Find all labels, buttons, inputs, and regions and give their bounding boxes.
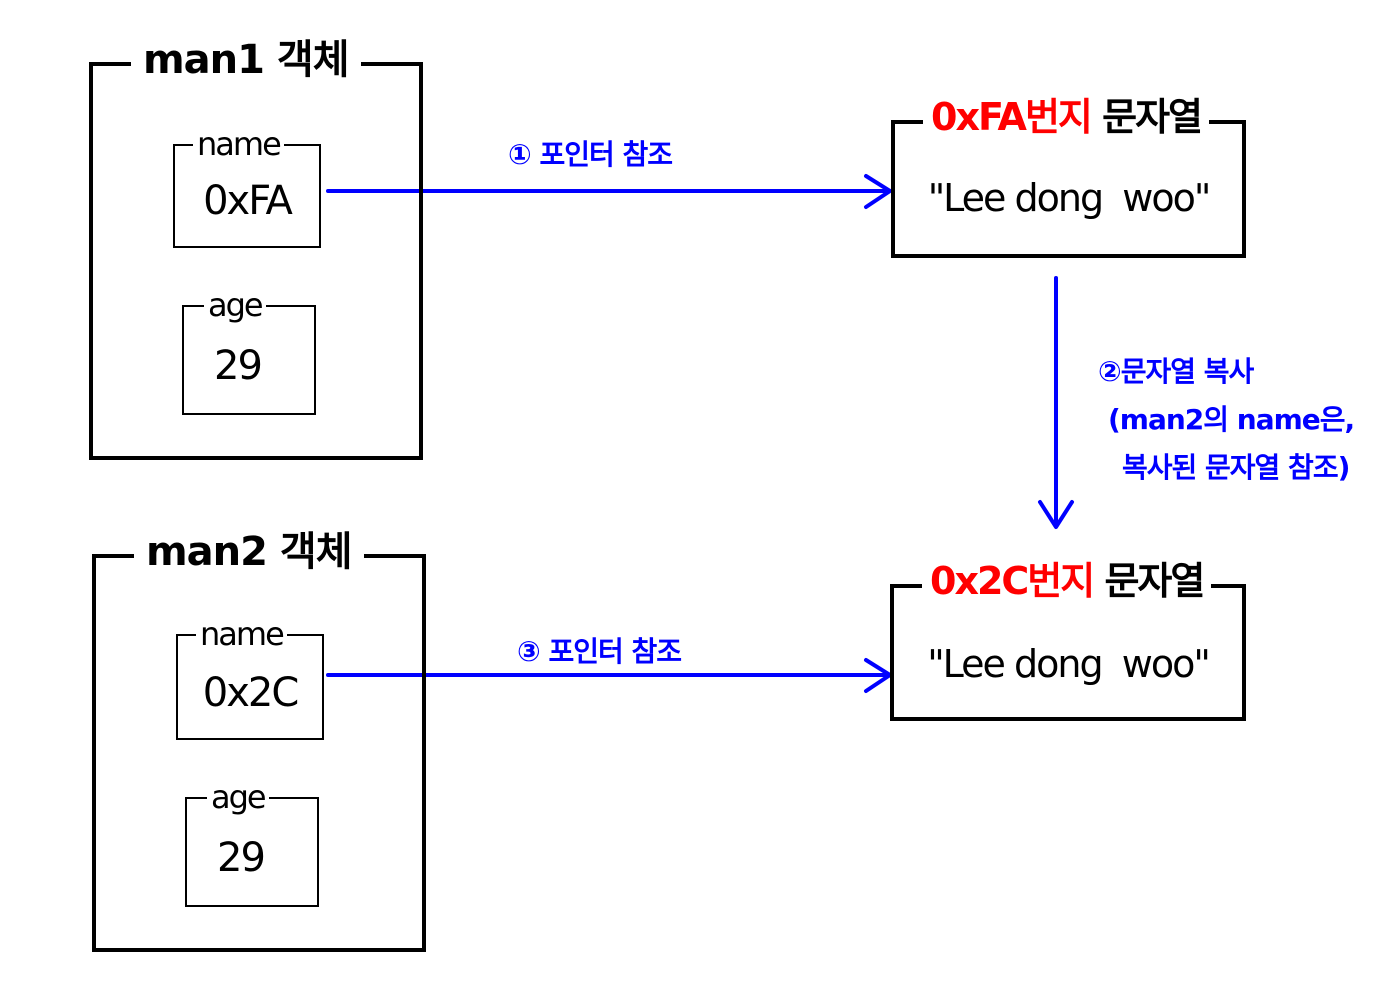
string-box-0xFA-label: 문자열 [1102,95,1203,139]
man1-age-field: age 29 [182,287,316,415]
man2-object-title: man2 객체 [134,526,364,578]
string-box-0x2C-label: 문자열 [1104,559,1205,603]
string-box-0x2C-address: 0x2C번지 [930,559,1095,603]
copy-arrow-2 [1038,276,1074,529]
man2-age-field: age 29 [185,779,319,907]
step2-explanation-line2: 복사된 문자열 참조) [1122,451,1350,484]
step3-pointer-reference-label: ③ 포인터 참조 [517,635,682,668]
step1-pointer-reference-label: ① 포인터 참조 [508,138,673,171]
man2-age-label: age [207,779,269,815]
step2-string-copy-label: ②문자열 복사 [1098,355,1254,388]
string-box-0x2C-title: 0x2C번지 문자열 [922,556,1212,606]
string-box-0xFA-title: 0xFA번지 문자열 [923,92,1210,142]
string-box-0x2C-value: "Lee dong woo" [927,642,1211,686]
man2-age-value: 29 [217,835,266,881]
man1-age-value: 29 [214,343,263,389]
man2-name-label: name [196,616,287,652]
string-box-0x2C: 0x2C번지 문자열 "Lee dong woo" [890,556,1246,721]
man1-name-field: name 0xFA [173,126,321,248]
man2-object-box: man2 객체 name 0x2C age 29 [92,526,426,952]
man1-age-label: age [204,287,266,323]
man1-name-label: name [193,126,284,162]
man1-object-title: man1 객체 [131,34,361,86]
string-box-0xFA: 0xFA번지 문자열 "Lee dong woo" [891,92,1246,258]
man1-object-box: man1 객체 name 0xFA age 29 [89,34,423,460]
man1-name-value: 0xFA [203,178,293,224]
string-box-0xFA-value: "Lee dong woo" [927,176,1212,220]
man2-name-value: 0x2C [202,670,300,716]
man2-name-field: name 0x2C [176,616,324,740]
step2-explanation-line1: (man2의 name은, [1108,403,1355,436]
string-box-0xFA-address: 0xFA번지 [931,95,1093,139]
